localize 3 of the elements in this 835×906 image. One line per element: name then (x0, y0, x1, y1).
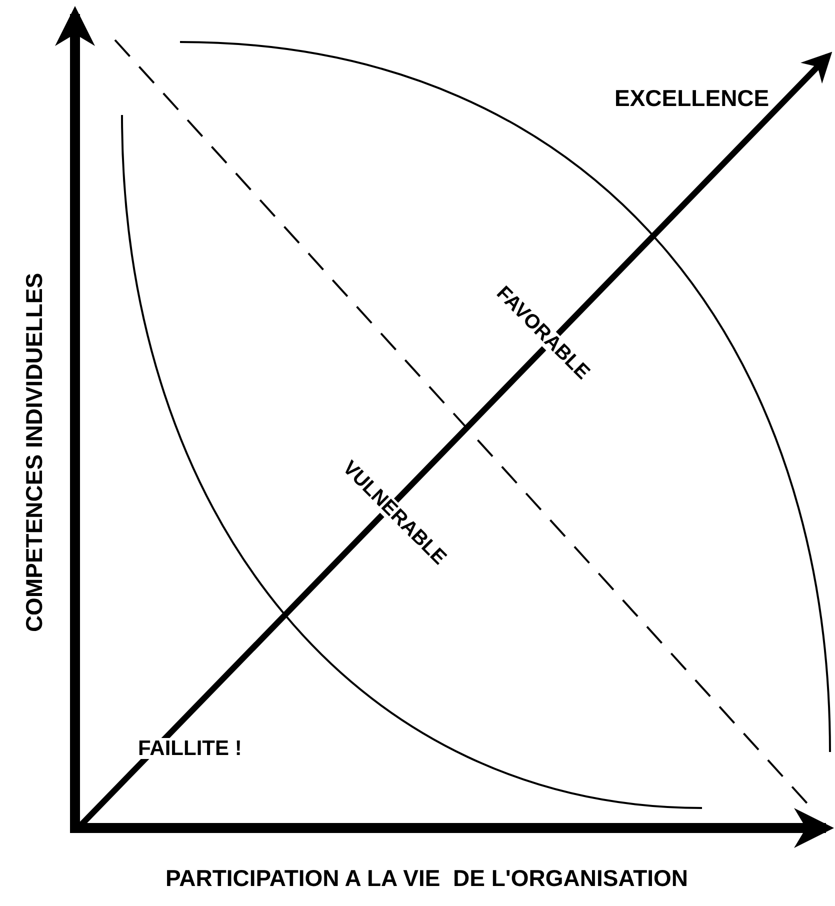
axis-label: PARTICIPATION A LA VIE DE L'ORGANISATION (166, 866, 688, 890)
axis-label: COMPETENCES INDIVIDUELLES (22, 272, 46, 632)
region-label: EXCELLENCE (614, 86, 770, 110)
